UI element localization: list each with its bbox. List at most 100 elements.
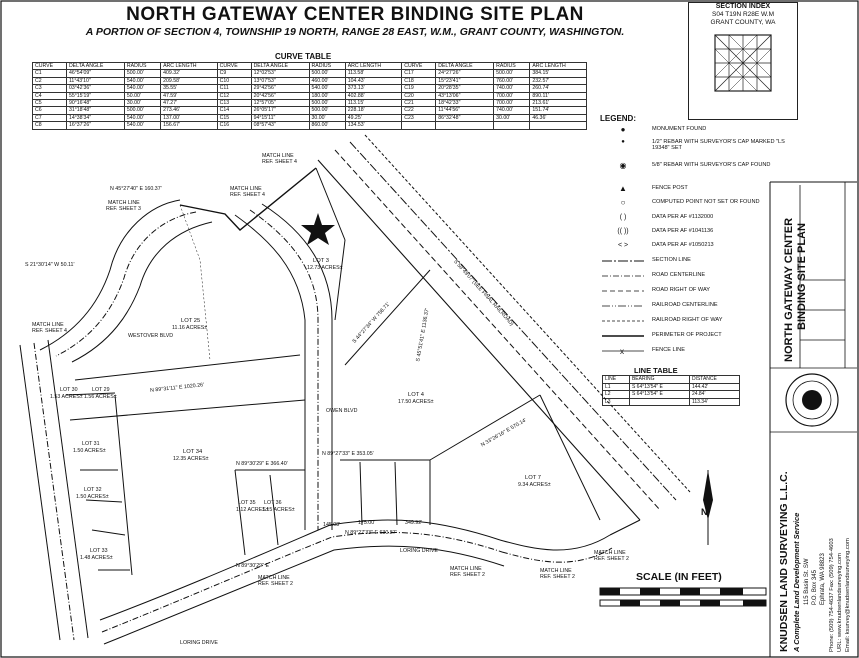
curve-table-cell — [529, 121, 587, 130]
company-phone: Phone: (509) 754-4637 Fax: (509) 754-460… — [829, 538, 835, 652]
westover-blvd-label: WESTOVER BLVD — [128, 333, 174, 339]
company-address-2: P.O. Box 345 — [812, 570, 818, 605]
section-index-line1: S04 T19N R28E W.M — [711, 11, 775, 18]
svg-text:N: N — [701, 507, 708, 517]
legend-item: ( )DATA PER AF #1132000 — [602, 213, 797, 223]
bearing-lot34b: N 89°30'29" E — [236, 563, 269, 569]
curve-table-cell: 740.00' — [493, 84, 531, 93]
lot33-area: 1.48 ACRES± — [80, 555, 113, 561]
lot25-area: 11.16 ACRES± — [172, 325, 208, 331]
matchline-sheet4-b-ref: REF. SHEET 4 — [230, 192, 265, 198]
matchline-sheet4-a: MATCH LINE — [262, 153, 294, 159]
lot35-label: LOT 35 — [238, 500, 256, 506]
matchline-sheet3-ref: REF. SHEET 3 — [106, 206, 141, 212]
legend-item: ●1/2" REBAR WITH SURVEYOR'S CAP MARKED "… — [602, 138, 797, 151]
legend-item: RAILROAD CENTERLINE — [602, 301, 797, 311]
title-block-project: NORTH GATEWAY CENTER — [783, 217, 795, 362]
matchline-sheet2-b: MATCH LINE — [450, 566, 482, 572]
data-ref-1-icon: ( ) — [619, 214, 627, 221]
lot29-area: 1.56 ACRES± — [84, 394, 117, 400]
matchline-sheet2-b-ref: REF. SHEET 2 — [450, 572, 485, 578]
legend-item: ●MONUMENT FOUND — [602, 125, 797, 135]
fence-line-icon: x — [602, 347, 644, 356]
lot25-label: LOT 25 — [181, 318, 201, 324]
dist-lot35: 145.08' — [323, 522, 341, 528]
title-block-project-2: BINDING SITE PLAN — [796, 223, 808, 330]
legend-item: ROAD CENTERLINE — [602, 271, 797, 281]
bearing-top: N 45°27'40" E 160.37' — [110, 186, 162, 192]
company-address-3: Ephrata, WA 98823 — [820, 553, 826, 605]
curve-table-cell: 500.00' — [308, 99, 346, 108]
legend-item: ◉5/8" REBAR WITH SURVEYOR'S CAP FOUND — [602, 161, 797, 171]
curve-table-cell: 540.00' — [308, 84, 346, 93]
lot33-label: LOT 33 — [90, 548, 108, 554]
loring-drive-label-2: LORING DRIVE — [180, 640, 218, 646]
lot32-area: 1.50 ACRES± — [76, 494, 109, 500]
page-subtitle: A PORTION OF SECTION 4, TOWNSHIP 19 NORT… — [85, 26, 625, 38]
legend-item: ROAD RIGHT OF WAY — [602, 286, 797, 296]
curve-table-cell: 180.00' — [308, 91, 346, 101]
legend-title: LEGEND: — [600, 114, 636, 123]
lot7-area: 9.34 ACRES± — [518, 482, 551, 488]
section-index-heading: SECTION INDEX — [715, 3, 771, 10]
data-ref-3-icon: < > — [617, 242, 629, 249]
curve-table-header-cell: ARC LENGTH — [529, 61, 587, 71]
section-index-line2: GRANT COUNTY, WA — [710, 19, 776, 26]
lot31-label: LOT 31 — [82, 441, 100, 447]
scale-bar — [599, 587, 767, 607]
lot32-label: LOT 32 — [84, 487, 102, 493]
curve-table-cell: 760.00' — [493, 76, 531, 86]
dist-175: 175.00' — [358, 520, 376, 526]
curve-table-cell: 740.00' — [493, 106, 531, 115]
bearing-lot34a: N 89°30'29" E 366.40' — [236, 461, 288, 467]
matchline-sheet2-d: MATCH LINE — [594, 550, 626, 556]
lot4-area: 17.50 ACRES± — [398, 399, 434, 405]
star-marker-icon — [301, 213, 335, 245]
railroad-row-icon — [602, 320, 644, 322]
scale-label: SCALE (IN FEET) — [636, 571, 722, 583]
curve-table-header-cell: RADIUS — [493, 61, 531, 71]
lot31-area: 1.50 ACRES± — [73, 448, 106, 454]
matchline-sheet3: MATCH LINE — [108, 200, 140, 206]
lot30-label: LOT 30 — [60, 387, 78, 393]
matchline-sheet2-c: MATCH LINE — [540, 568, 572, 574]
curve-table-cell: 540.00' — [123, 121, 162, 130]
company-name: KNUDSEN LAND SURVEYING L.L.C. — [778, 471, 790, 652]
line-table-cell: 113.34' — [688, 397, 741, 406]
curve-table-cell: 700.00' — [493, 91, 531, 101]
curve-table-cell: 500.00' — [308, 106, 346, 115]
matchline-sheet4-c: MATCH LINE — [32, 322, 64, 328]
road-centerline-icon — [602, 275, 644, 277]
legend-item: PERIMETER OF PROJECT — [602, 331, 797, 341]
curve-table-cell: 540.00' — [123, 113, 162, 123]
railroad-centerline-icon — [602, 305, 644, 307]
legend-item: < >DATA PER AF #1050213 — [602, 241, 797, 251]
curve-table-cell: 860.00' — [308, 121, 346, 130]
curve-table-cell: 540.00' — [123, 76, 162, 86]
company-url: URL: www.knudsenlandsurveying.com — [837, 553, 843, 652]
lot3-label: LOT 3 — [313, 258, 330, 264]
lot36-label: LOT 36 — [264, 500, 282, 506]
section-line-icon — [602, 260, 644, 262]
owen-blvd-label: OWEN BLVD — [326, 408, 358, 414]
rebar-set-icon: ● — [621, 139, 625, 145]
matchline-sheet4-a-ref: REF. SHEET 4 — [262, 159, 297, 165]
legend-item: ○COMPUTED POINT NOT SET OR FOUND — [602, 198, 797, 208]
data-ref-2-icon: (( )) — [617, 228, 629, 235]
perimeter-icon — [602, 335, 644, 337]
lot4-label: LOT 4 — [408, 392, 425, 398]
lot35-area: 1.12 ACRES± — [236, 507, 269, 513]
company-tagline: A Complete Land Development Service — [792, 512, 801, 652]
svg-text:x: x — [620, 347, 624, 356]
company-seal-logo — [785, 373, 839, 427]
curve-table-title: CURVE TABLE — [275, 52, 332, 61]
company-address-1: 115 Basin St. SW — [804, 558, 810, 605]
loring-drive-label-1: LORING DRIVE — [400, 548, 438, 554]
